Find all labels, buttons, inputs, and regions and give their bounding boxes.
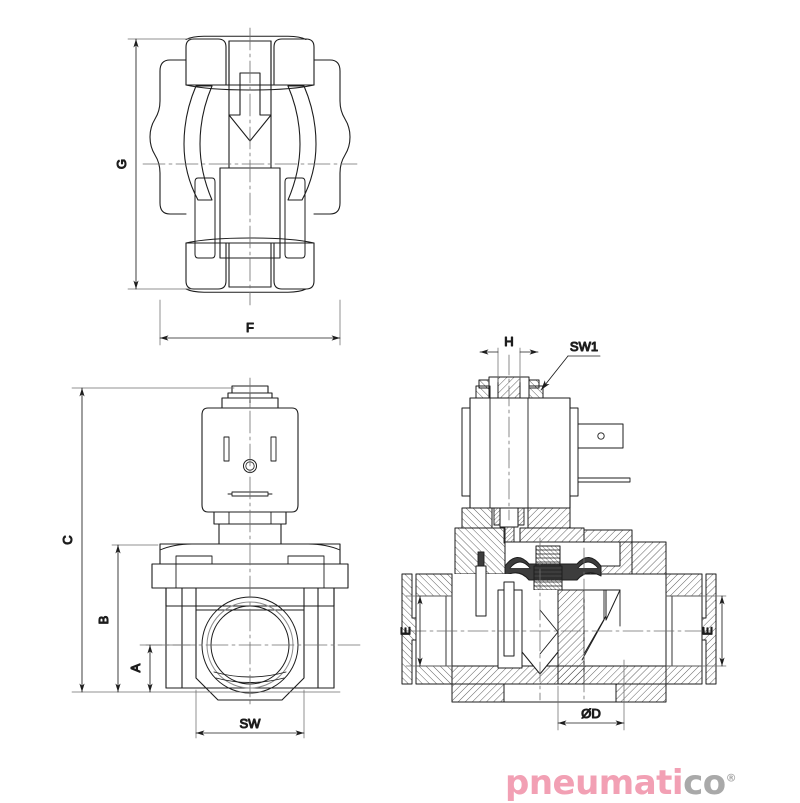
logo-text-o: o bbox=[702, 763, 726, 803]
front-view: C B A SW bbox=[59, 377, 361, 739]
dimension-label-D: ØD bbox=[581, 706, 601, 721]
dimension-label-G: G bbox=[114, 159, 129, 169]
top-view: G F bbox=[113, 27, 358, 346]
dimension-label-E-left: E bbox=[398, 626, 413, 635]
dimension-E-left: E bbox=[397, 595, 423, 667]
top-view-clamp-arms bbox=[183, 85, 317, 259]
logo-text-c: c bbox=[683, 763, 703, 803]
dimension-SW: SW bbox=[195, 689, 305, 739]
dimension-G: G bbox=[113, 38, 193, 290]
dimension-H: H bbox=[479, 333, 539, 383]
dimension-label-E-right: E bbox=[700, 626, 715, 635]
front-view-centerlines bbox=[139, 377, 361, 707]
top-view-body-outline bbox=[149, 59, 351, 215]
dimension-label-C: C bbox=[60, 535, 75, 544]
dimension-E-right: E bbox=[699, 595, 725, 667]
section-coil-housing bbox=[461, 397, 579, 509]
section-centerlines bbox=[405, 354, 717, 701]
dimension-label-F: F bbox=[246, 320, 254, 335]
section-pilot-tube bbox=[475, 551, 487, 617]
dimension-label-B: B bbox=[96, 616, 111, 625]
dimension-D: ØD bbox=[557, 659, 625, 731]
section-pilot-stud bbox=[533, 545, 563, 591]
registered-trademark-symbol: ® bbox=[725, 772, 737, 785]
flow-direction-arrow bbox=[228, 72, 272, 142]
dimension-C: C bbox=[59, 387, 341, 693]
logo-text-pneumati: pneumati bbox=[505, 763, 684, 803]
top-view-centerlines bbox=[142, 27, 358, 306]
dimension-label-SW: SW bbox=[240, 716, 262, 731]
dimension-B: B bbox=[95, 544, 159, 693]
dimension-SW1: SW1 bbox=[540, 338, 601, 391]
dimension-label-H: H bbox=[504, 334, 513, 349]
dimension-F: F bbox=[159, 299, 341, 346]
section-valve-body bbox=[401, 573, 717, 703]
section-view: H SW1 E E ØD bbox=[397, 333, 727, 731]
dimension-label-SW1: SW1 bbox=[570, 339, 598, 354]
dimension-A: A bbox=[127, 644, 191, 693]
brand-logo: pneumatico® bbox=[505, 760, 795, 802]
dimension-label-A: A bbox=[128, 663, 143, 672]
section-terminal-connector bbox=[577, 423, 631, 483]
section-projection-lines bbox=[405, 595, 727, 667]
